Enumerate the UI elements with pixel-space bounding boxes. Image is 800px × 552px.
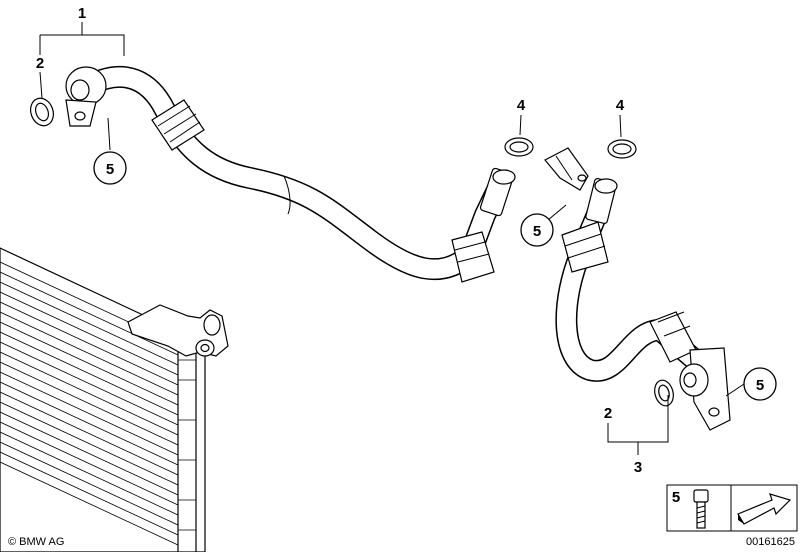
callout-4-left: 4 xyxy=(517,97,526,114)
oil-cooler-line-lower xyxy=(544,147,731,431)
diagram-id: 00161625 xyxy=(746,536,795,548)
svg-text:5: 5 xyxy=(756,377,764,394)
seal-ring-4-left xyxy=(504,137,534,157)
direction-arrow-icon xyxy=(737,493,792,525)
callout-4-right: 4 xyxy=(616,97,625,114)
callout-5-lower-right: 5 xyxy=(743,367,777,401)
callout-5-upper-left: 5 xyxy=(93,151,127,185)
callout-2-lower: 2 xyxy=(604,405,612,422)
seal-ring-lower-right xyxy=(654,379,674,407)
callout-1: 1 xyxy=(78,5,86,22)
callout-2-upper: 2 xyxy=(36,55,44,72)
radiator xyxy=(0,247,229,552)
oil-cooler-line-upper xyxy=(65,65,516,283)
screw-icon xyxy=(693,489,709,529)
legend-number: 5 xyxy=(672,489,680,506)
svg-text:5: 5 xyxy=(533,223,541,240)
seal-ring-4-right xyxy=(607,139,637,159)
copyright: © BMW AG xyxy=(8,536,64,548)
legend-box: 5 xyxy=(666,484,798,532)
svg-text:5: 5 xyxy=(106,161,114,178)
leader-lines xyxy=(39,22,745,455)
callout-5-middle: 5 xyxy=(520,213,554,247)
seal-ring-upper-left xyxy=(30,97,54,127)
callout-3: 3 xyxy=(634,459,642,476)
